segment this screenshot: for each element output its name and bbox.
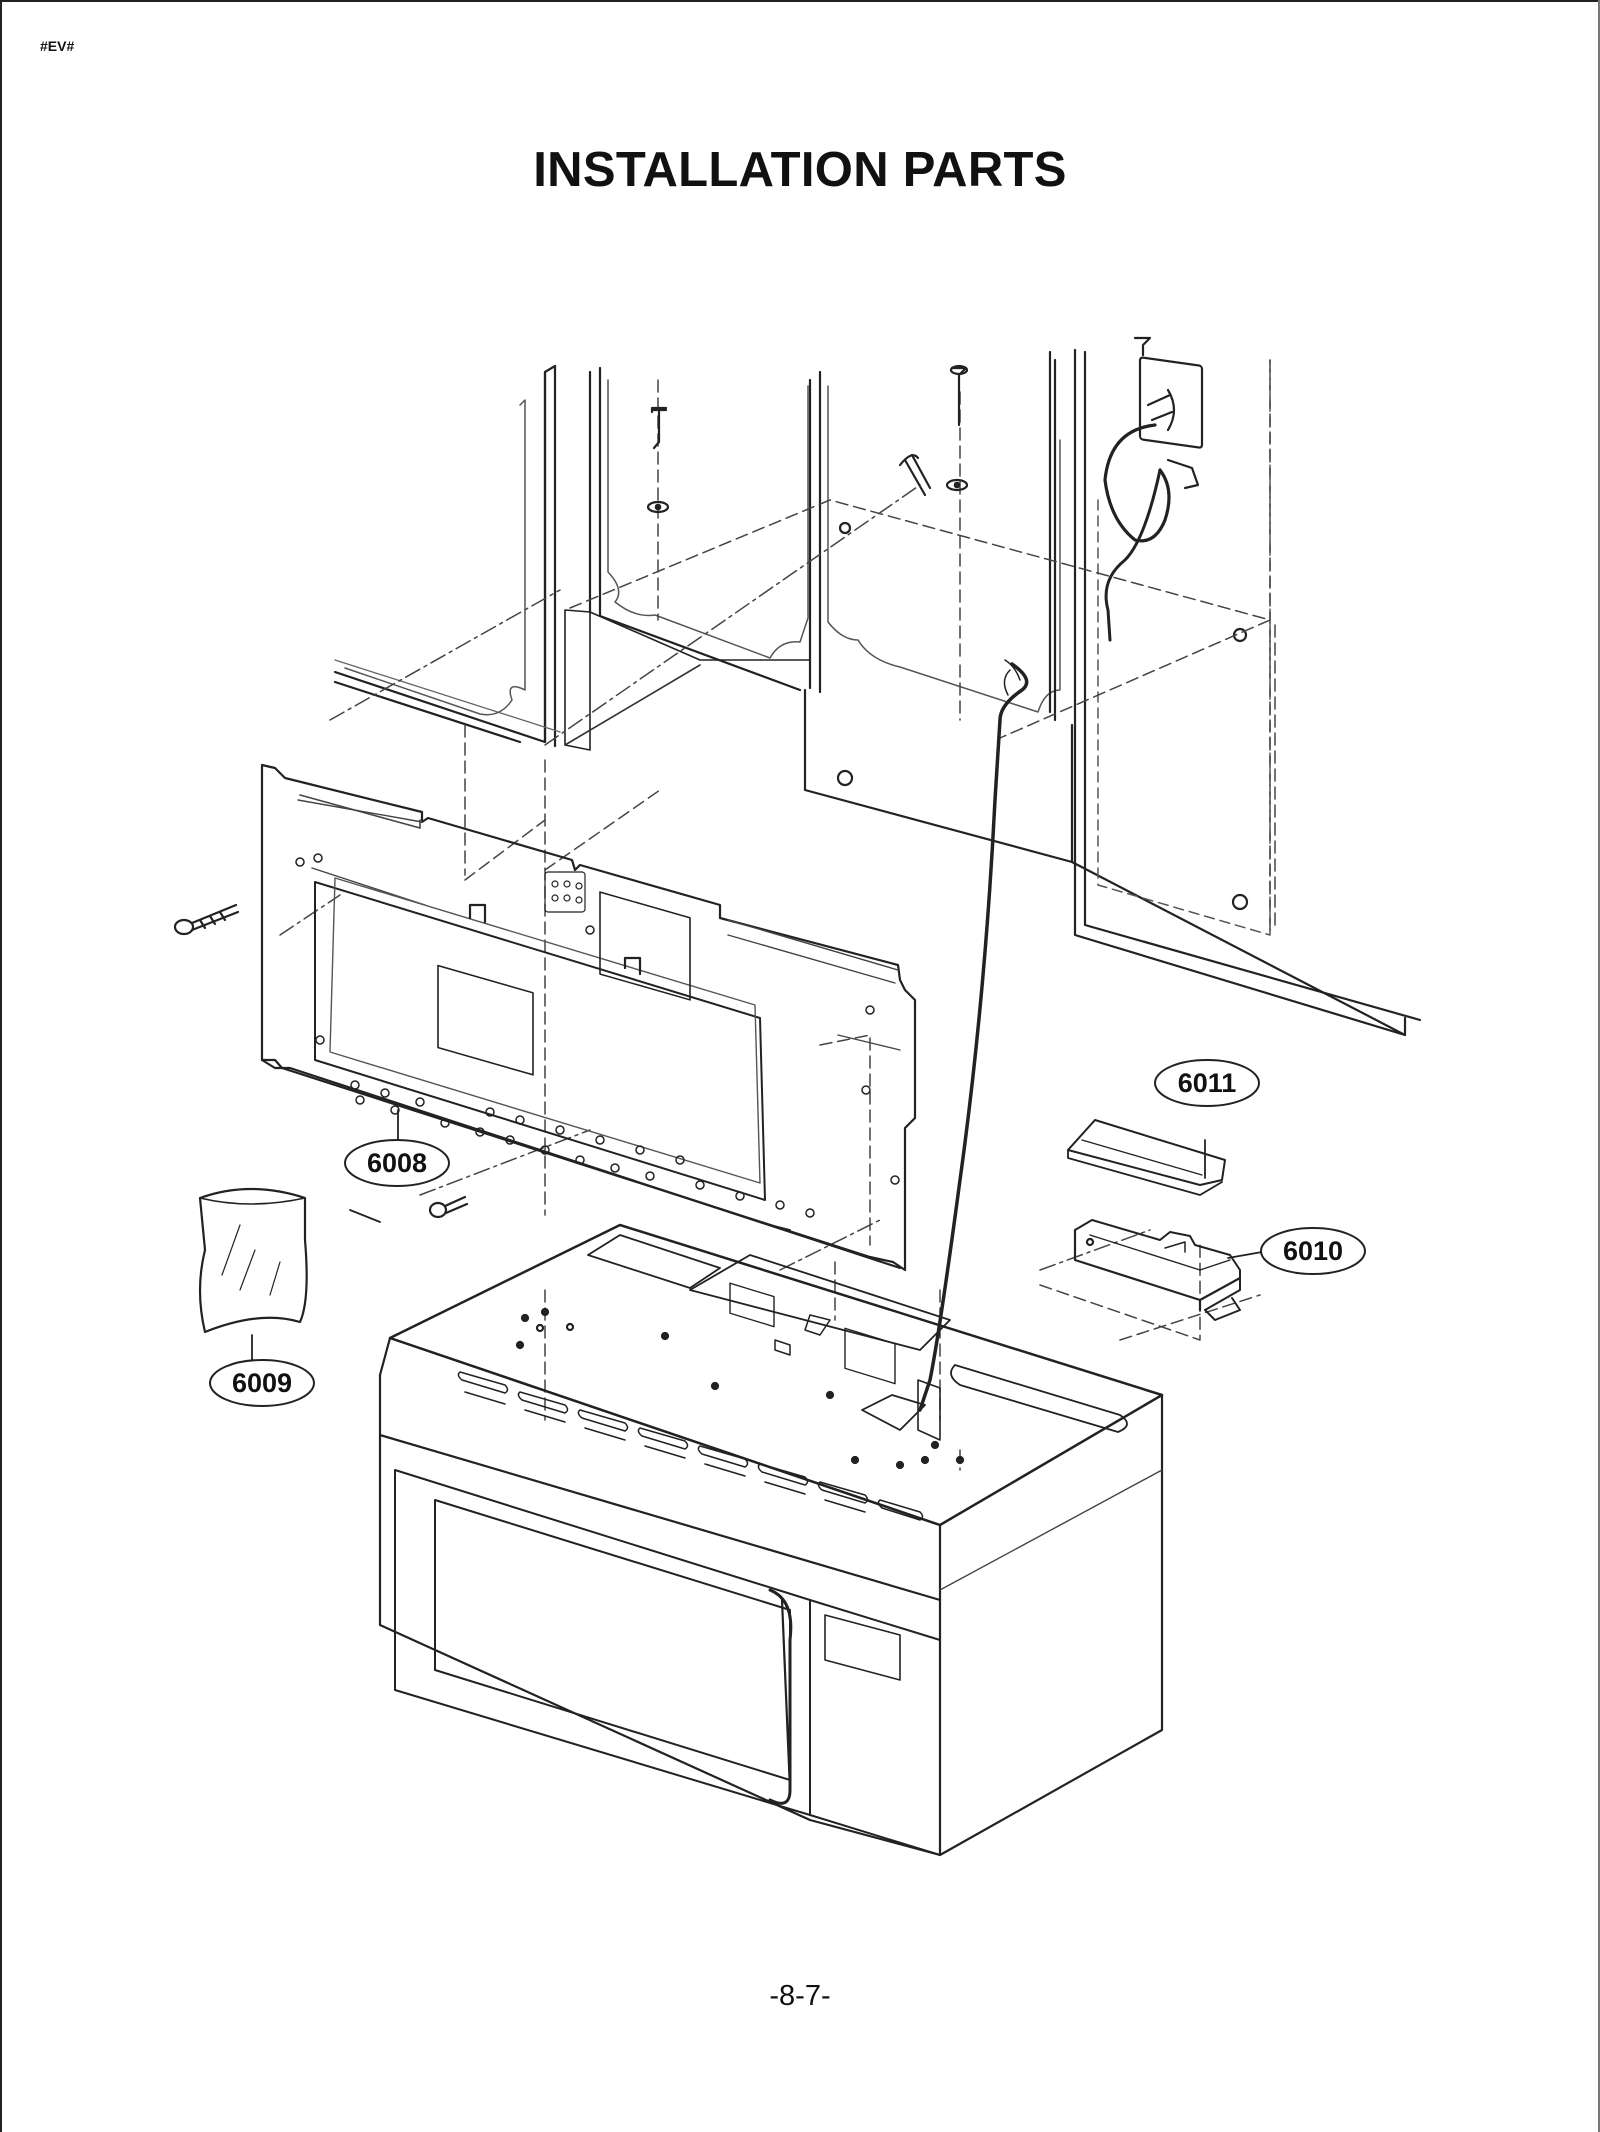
microwave-oven [378,1223,1164,1857]
page-border-top [0,0,1600,2]
bag-part [198,1187,308,1334]
plate-holes [295,853,900,1218]
mounting-plate [260,763,917,1272]
callout-label-6011: 6011 [1178,1068,1237,1098]
mounting-guide-lines [279,359,1276,1471]
cover-plate-part [1067,1119,1226,1196]
plate-screw-bottom [428,1195,469,1219]
callout-leaders [251,1109,1263,1369]
document-code: #EV# [40,38,75,54]
callout-6011: 6011 [1154,1059,1260,1107]
callout-label-6008: 6008 [367,1148,427,1178]
plate-screw-left [173,903,240,936]
callout-6010: 6010 [1260,1227,1366,1275]
plate-grid [544,871,586,913]
page-number: -8-7- [769,1980,831,2012]
callout-6008: 6008 [344,1139,450,1187]
power-outlet [1103,336,1204,642]
callout-6009: 6009 [209,1359,315,1407]
page-border-left [0,0,2,2132]
callout-label-6009: 6009 [232,1368,292,1398]
mounting-screws-top [646,364,969,514]
page-title: INSTALLATION PARTS [533,143,1067,197]
power-cord [917,659,1029,1441]
duct-box-part [1073,1219,1242,1321]
upper-cabinets [333,348,1422,1037]
callout-label-6010: 6010 [1283,1236,1343,1266]
page-border-right [1598,0,1600,2132]
